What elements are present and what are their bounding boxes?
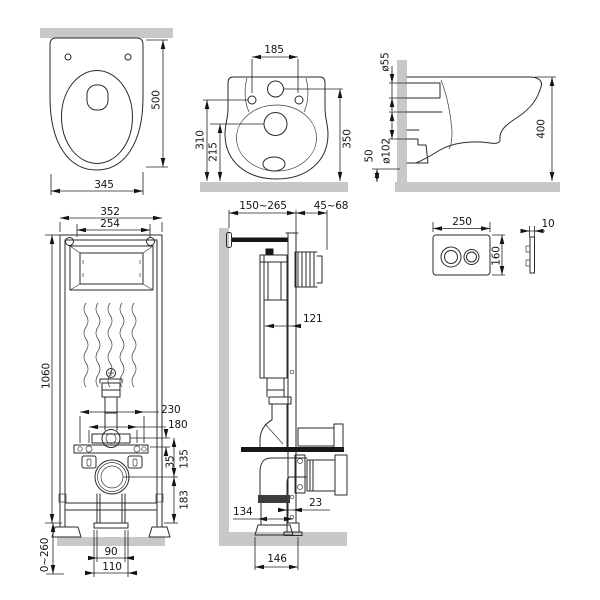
bowl-rim bbox=[61, 70, 133, 164]
down-pipe bbox=[254, 502, 294, 536]
dim-180: 180 bbox=[168, 419, 187, 431]
drain-socket bbox=[406, 138, 429, 164]
floor-section bbox=[395, 182, 560, 192]
fixing-hole-right bbox=[294, 95, 304, 105]
dim-35: 35 bbox=[165, 456, 177, 469]
wall-section bbox=[397, 60, 407, 187]
threaded-rod bbox=[231, 237, 288, 242]
small-flush-button bbox=[463, 249, 480, 265]
dim-o55: ø55 bbox=[380, 52, 392, 71]
wall-section bbox=[40, 28, 173, 38]
fill-valve-top bbox=[265, 248, 274, 255]
rail-foot bbox=[283, 522, 303, 536]
toilet-profile bbox=[406, 76, 542, 164]
flush-bend bbox=[259, 403, 288, 448]
view-frame-front: 352 254 1060 0~260 230 180 35 135 bbox=[39, 206, 191, 577]
rail-bar bbox=[241, 447, 344, 452]
dim-10: 10 bbox=[542, 218, 555, 230]
view-toilet-top: 500 345 bbox=[40, 28, 173, 195]
dim-352: 352 bbox=[100, 206, 119, 218]
plate-side-profile bbox=[529, 236, 535, 274]
inlet-port bbox=[267, 80, 284, 98]
seat-hole-left bbox=[64, 53, 72, 61]
dim-185: 185 bbox=[264, 44, 283, 56]
dim-90: 90 bbox=[105, 546, 118, 558]
flush-pipe bbox=[99, 378, 123, 431]
service-screw bbox=[106, 368, 116, 378]
cross-brace bbox=[64, 502, 158, 511]
dim-160: 160 bbox=[491, 246, 503, 265]
dim-215: 215 bbox=[208, 142, 220, 161]
inlet-coupling bbox=[294, 251, 323, 288]
bottom-drain-pipe bbox=[93, 493, 129, 529]
bowl-inner bbox=[236, 104, 317, 172]
outlet-port bbox=[263, 112, 288, 136]
toilet-rear-outline bbox=[224, 76, 329, 180]
dim-121: 121 bbox=[303, 313, 322, 325]
drain-plate bbox=[294, 454, 306, 494]
drain-outlet-socket bbox=[306, 454, 348, 496]
dim-1060: 1060 bbox=[41, 363, 53, 389]
mounting-rail bbox=[73, 444, 149, 454]
dim-110: 110 bbox=[102, 561, 121, 573]
dim-250: 250 bbox=[452, 216, 471, 228]
flush-connector bbox=[101, 429, 121, 448]
view-toilet-side: ø55 ø102 50 400 bbox=[364, 52, 560, 192]
dim-45-68: 45~68 bbox=[314, 200, 349, 212]
toilet-outline bbox=[49, 37, 144, 171]
drain-elbow bbox=[259, 457, 308, 496]
insulation-waves bbox=[83, 302, 137, 388]
rod-anchor bbox=[226, 232, 232, 248]
frame-rails bbox=[59, 234, 163, 528]
dim-50: 50 bbox=[364, 150, 376, 163]
dim-254: 254 bbox=[100, 218, 120, 230]
dim-23: 23 bbox=[309, 497, 322, 509]
view-frame-side: 150~265 45~68 121 134 23 146 bbox=[219, 200, 348, 570]
dim-135: 135 bbox=[179, 449, 191, 468]
dim-400: 400 bbox=[536, 119, 548, 138]
dim-345: 345 bbox=[94, 179, 113, 191]
dim-230: 230 bbox=[161, 404, 180, 416]
top-screw-right bbox=[146, 237, 155, 246]
dim-350: 350 bbox=[342, 129, 354, 148]
bracket-left bbox=[81, 455, 97, 469]
cistern bbox=[259, 254, 288, 379]
floor-section bbox=[200, 182, 348, 192]
seat-hole-right bbox=[124, 53, 132, 61]
big-flush-button bbox=[440, 246, 462, 268]
cistern-neck bbox=[266, 377, 292, 405]
floor-section bbox=[219, 532, 347, 546]
pipe-coupling bbox=[258, 495, 290, 503]
dim-134: 134 bbox=[233, 506, 253, 518]
dim-150-265: 150~265 bbox=[239, 200, 286, 212]
dim-500: 500 bbox=[151, 90, 163, 109]
flush-flange bbox=[91, 433, 131, 444]
dim-o102: ø102 bbox=[381, 138, 393, 164]
dim-310: 310 bbox=[195, 130, 207, 149]
trap-bump bbox=[262, 156, 286, 172]
inspection-window bbox=[69, 245, 154, 291]
bracket-right bbox=[127, 455, 143, 469]
fixing-hole-left bbox=[247, 95, 257, 105]
dim-146: 146 bbox=[267, 553, 287, 565]
floor-section bbox=[57, 537, 165, 546]
wall-section bbox=[219, 228, 229, 538]
water-spot bbox=[86, 84, 109, 111]
top-screw-left bbox=[65, 237, 74, 246]
flush-plate bbox=[432, 234, 491, 276]
view-flush-plate: 250 160 10 bbox=[432, 216, 555, 276]
dim-183: 183 bbox=[179, 490, 191, 509]
dim-0-260: 0~260 bbox=[39, 538, 51, 573]
flush-outlet-stub bbox=[297, 423, 344, 450]
inspection-window-inner bbox=[79, 252, 144, 285]
view-toilet-rear: 185 310 215 350 bbox=[195, 44, 354, 192]
